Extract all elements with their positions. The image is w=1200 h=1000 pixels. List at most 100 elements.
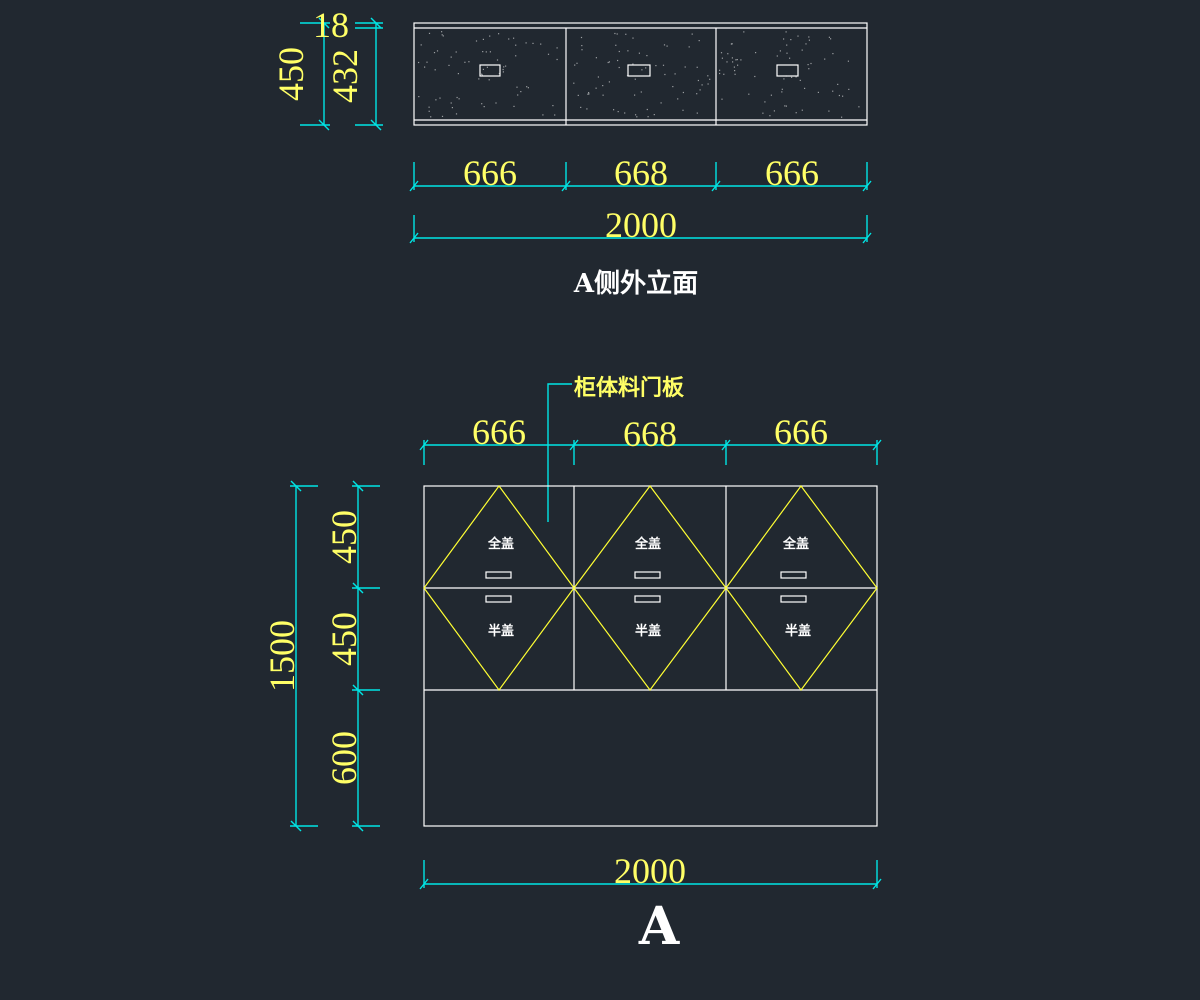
texture-speck bbox=[554, 114, 556, 116]
texture-speck bbox=[781, 88, 783, 90]
dim-text-row-600: 600 bbox=[324, 731, 364, 785]
texture-speck bbox=[608, 81, 610, 83]
texture-speck bbox=[810, 62, 812, 65]
texture-speck bbox=[618, 50, 620, 53]
dim-text-2000-top: 2000 bbox=[605, 205, 677, 245]
texture-speck bbox=[647, 116, 649, 118]
handle-lower-3 bbox=[780, 595, 807, 603]
texture-speck bbox=[696, 112, 698, 114]
texture-speck bbox=[740, 59, 742, 61]
handle-upper-1 bbox=[485, 571, 512, 579]
texture-speck bbox=[707, 75, 709, 77]
dim-tick bbox=[318, 17, 330, 29]
texture-speck bbox=[858, 106, 860, 108]
texture-speck bbox=[684, 66, 686, 68]
texture-speck bbox=[478, 78, 480, 80]
texture-speck bbox=[586, 108, 588, 110]
texture-speck bbox=[762, 112, 764, 114]
texture-speck bbox=[574, 64, 576, 66]
texture-speck bbox=[732, 61, 734, 63]
texture-speck bbox=[808, 36, 810, 38]
texture-speck bbox=[698, 40, 700, 42]
texture-speck bbox=[828, 36, 830, 38]
texture-speck bbox=[441, 34, 443, 36]
texture-speck bbox=[635, 114, 637, 116]
texture-speck bbox=[726, 61, 728, 63]
door-swing-3 bbox=[725, 484, 878, 692]
texture-speck bbox=[581, 45, 583, 47]
texture-speck bbox=[525, 42, 527, 44]
texture-speck bbox=[801, 49, 803, 51]
texture-speck bbox=[786, 44, 788, 46]
texture-speck bbox=[634, 78, 636, 80]
view-letter: A bbox=[638, 896, 680, 957]
texture-speck bbox=[807, 64, 809, 66]
dim-tick bbox=[352, 684, 364, 696]
texture-speck bbox=[736, 59, 738, 61]
dim-text-front-666-a: 666 bbox=[472, 412, 526, 452]
texture-speck bbox=[797, 35, 799, 37]
top-handle-3 bbox=[776, 64, 799, 77]
texture-speck bbox=[646, 108, 648, 111]
texture-speck bbox=[617, 111, 619, 113]
dim-tick bbox=[352, 820, 364, 832]
texture-speck bbox=[457, 73, 459, 75]
texture-speck bbox=[801, 109, 803, 111]
texture-speck bbox=[450, 56, 452, 58]
dim-text-450: 450 bbox=[271, 47, 311, 101]
texture-speck bbox=[441, 31, 443, 33]
dim-tick bbox=[711, 180, 721, 192]
texture-speck bbox=[516, 86, 518, 88]
texture-speck bbox=[502, 71, 504, 73]
dim-tick bbox=[290, 820, 302, 832]
dim-tick bbox=[872, 439, 882, 451]
texture-speck bbox=[481, 103, 483, 105]
texture-speck bbox=[769, 115, 771, 117]
texture-speck bbox=[786, 52, 788, 54]
texture-speck bbox=[616, 33, 618, 35]
texture-speck bbox=[832, 53, 834, 55]
texture-speck bbox=[848, 88, 850, 90]
texture-speck bbox=[556, 47, 558, 49]
texture-speck bbox=[824, 58, 826, 60]
texture-speck bbox=[789, 57, 791, 59]
texture-speck bbox=[837, 83, 839, 85]
texture-speck bbox=[755, 52, 757, 54]
texture-speck bbox=[515, 55, 517, 57]
handle-lower-1 bbox=[485, 595, 512, 603]
texture-speck bbox=[602, 94, 604, 96]
texture-speck bbox=[418, 61, 420, 64]
texture-speck bbox=[672, 86, 674, 88]
texture-speck bbox=[526, 86, 528, 88]
texture-speck bbox=[795, 112, 797, 114]
texture-speck bbox=[785, 75, 787, 77]
texture-speck bbox=[664, 73, 666, 76]
texture-speck bbox=[532, 42, 534, 44]
texture-speck bbox=[428, 32, 431, 34]
texture-speck bbox=[805, 43, 807, 45]
texture-speck bbox=[781, 91, 783, 93]
dim-text-2000-front: 2000 bbox=[614, 851, 686, 891]
dim-text-668: 668 bbox=[614, 153, 668, 193]
texture-speck bbox=[485, 51, 487, 53]
texture-speck bbox=[682, 109, 684, 111]
texture-speck bbox=[542, 114, 544, 116]
texture-speck bbox=[618, 66, 620, 69]
texture-speck bbox=[420, 44, 422, 46]
texture-speck bbox=[428, 106, 430, 108]
texture-speck bbox=[779, 50, 781, 52]
leader-line bbox=[547, 383, 572, 522]
top-view: 450 18 432 666 668 666 2000 A侧外立面 bbox=[271, 5, 872, 299]
texture-speck bbox=[428, 110, 430, 112]
door-swing-1 bbox=[423, 484, 575, 692]
dim-tick bbox=[409, 232, 419, 244]
texture-speck bbox=[456, 96, 458, 99]
top-handle-1 bbox=[479, 64, 501, 77]
texture-speck bbox=[588, 92, 590, 94]
texture-speck bbox=[576, 62, 578, 64]
door-label-upper-3: 全盖 bbox=[782, 536, 809, 552]
texture-speck bbox=[640, 91, 642, 93]
texture-speck bbox=[799, 79, 801, 81]
texture-speck bbox=[653, 114, 655, 116]
texture-speck bbox=[520, 91, 522, 93]
